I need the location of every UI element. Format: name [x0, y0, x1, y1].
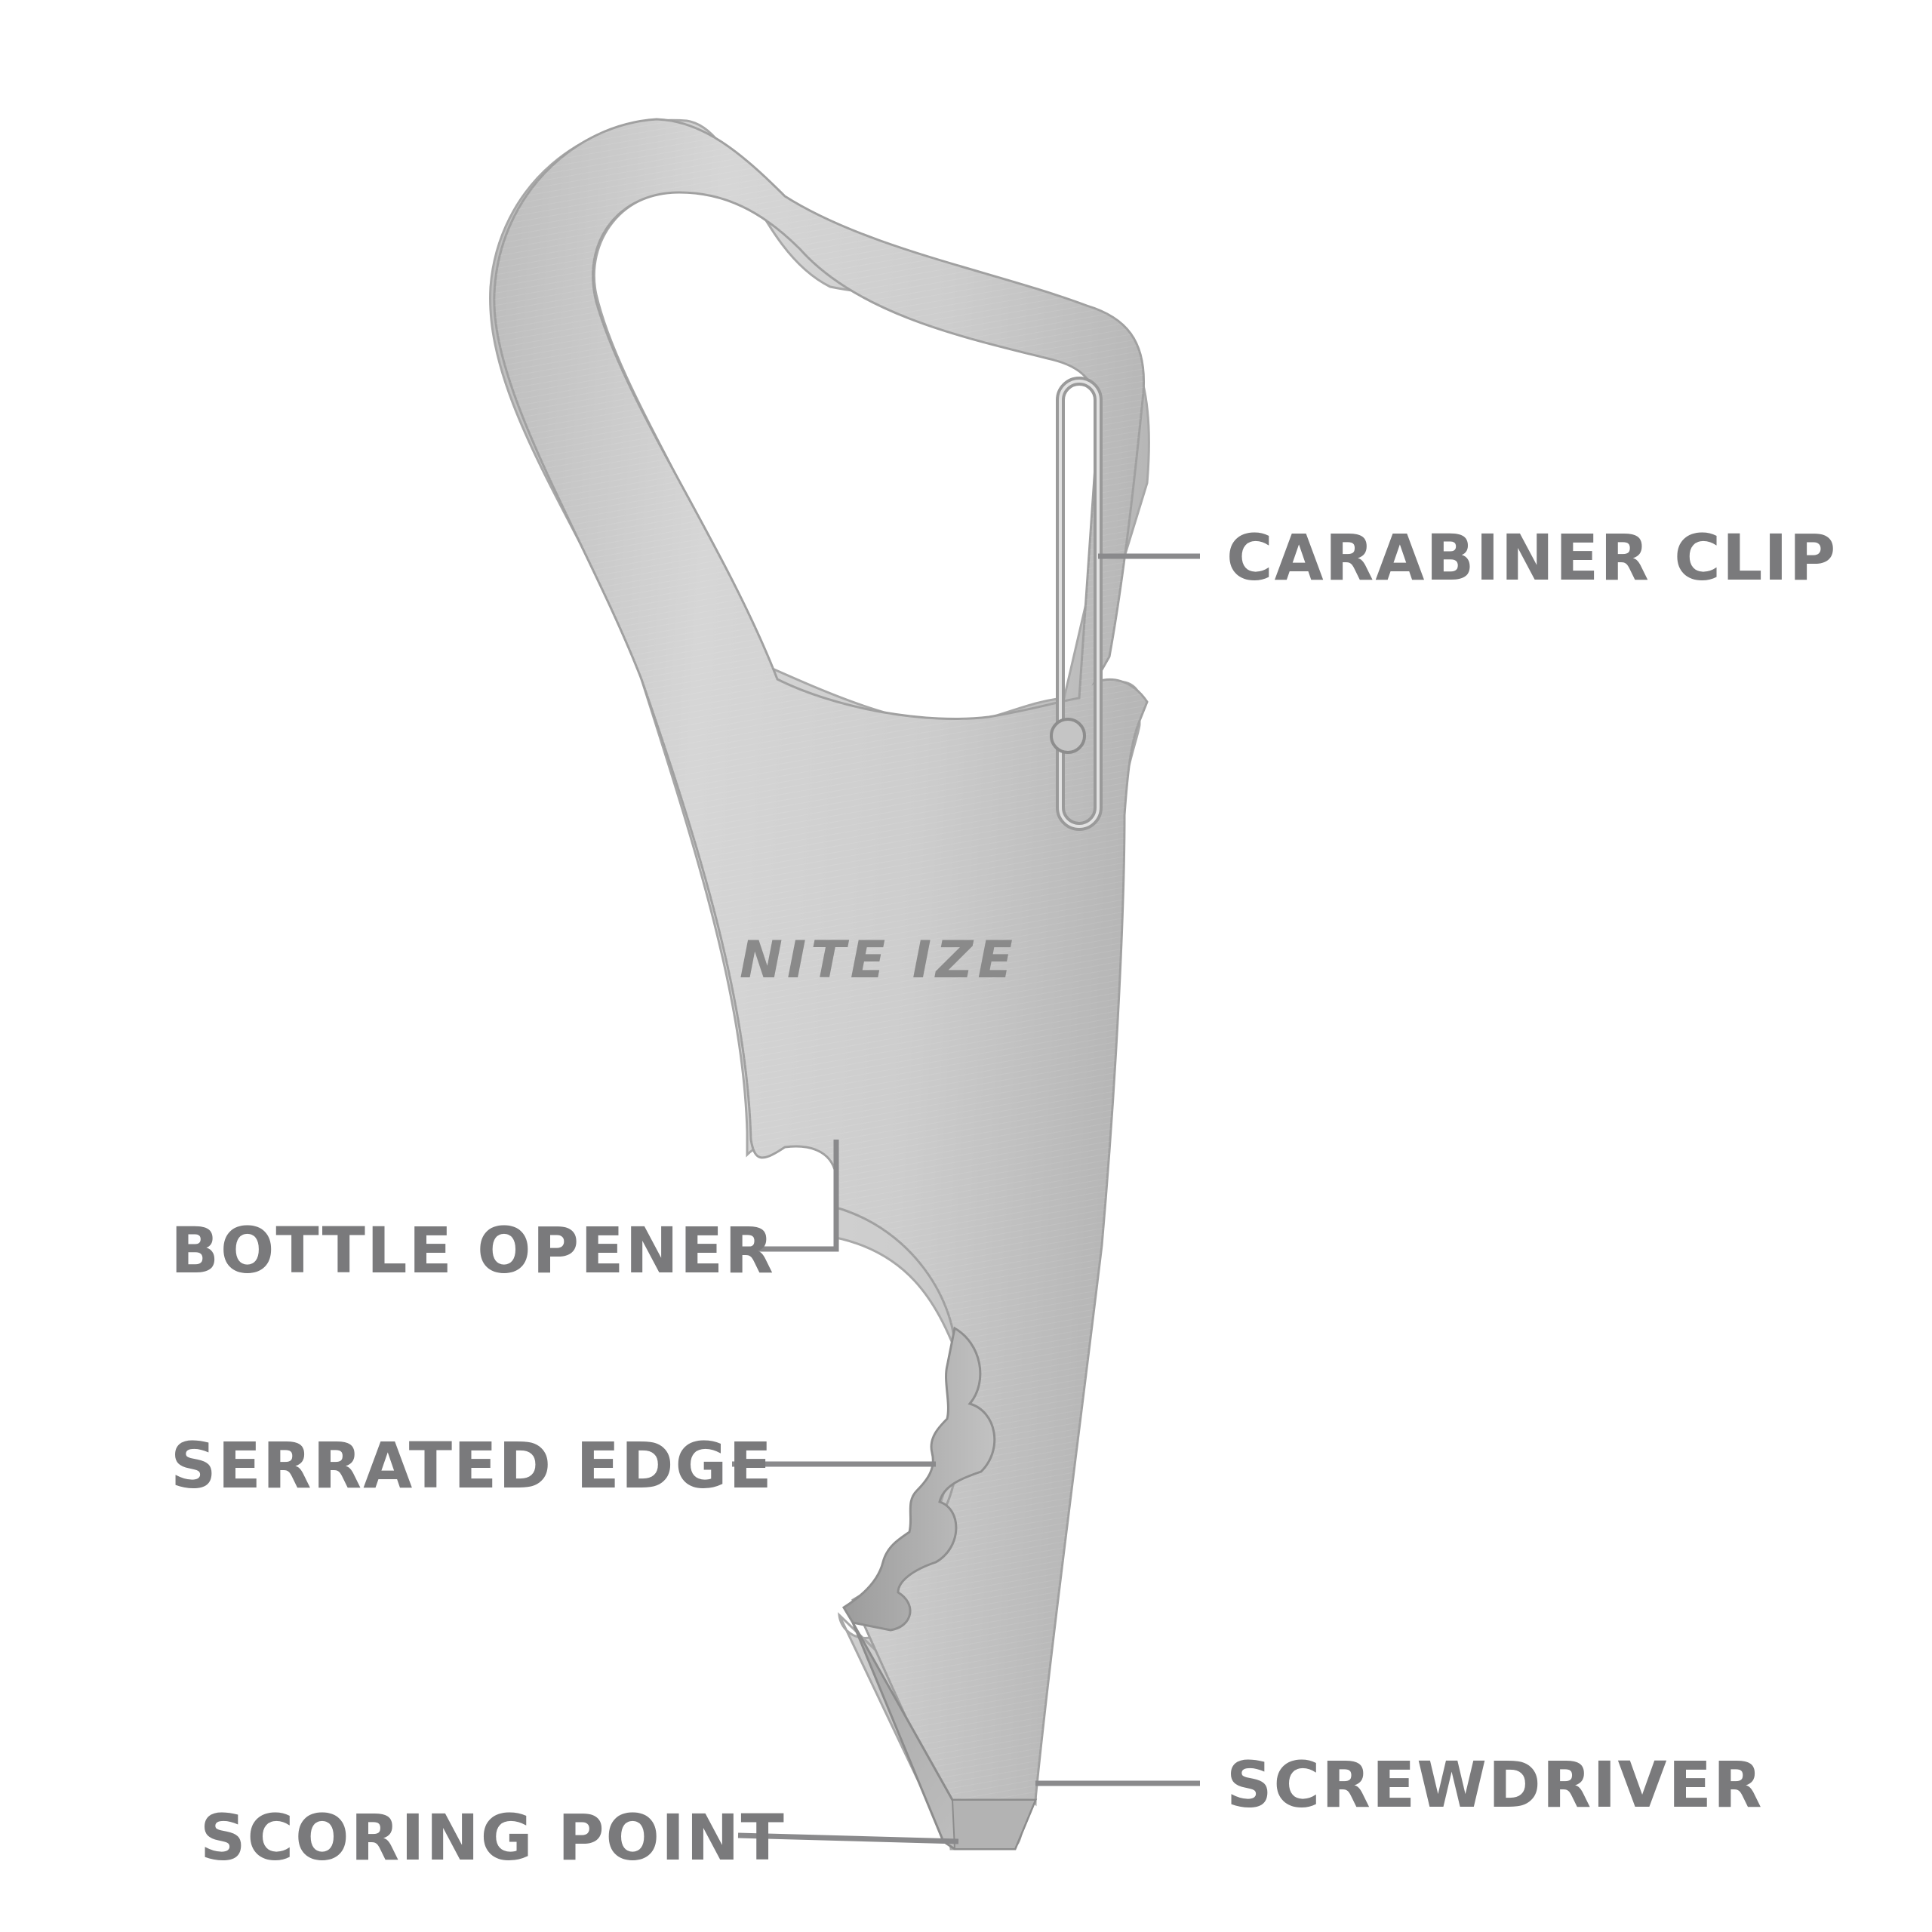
tip-face	[951, 1799, 1037, 1850]
label-bottle-opener: BOTTLE OPENER	[171, 1214, 775, 1287]
split-ring-highlight	[1059, 380, 1100, 828]
serrated-edge-shape	[841, 1326, 996, 1632]
rivet	[1050, 718, 1086, 754]
label-screwdriver: SCREWDRIVER	[1226, 1748, 1764, 1822]
label-carabiner-clip: CARABINER CLIP	[1226, 521, 1838, 595]
brand-logo: NITE IZE	[740, 931, 1017, 990]
label-scoring-point: SCORING POINT	[200, 1801, 786, 1875]
leader-bottle-opener	[731, 1140, 839, 1252]
label-serrated-edge: SERRATED EDGE	[171, 1429, 774, 1503]
leader-scoring-point	[737, 1832, 959, 1844]
logo-text: NITE IZE	[740, 931, 1017, 990]
